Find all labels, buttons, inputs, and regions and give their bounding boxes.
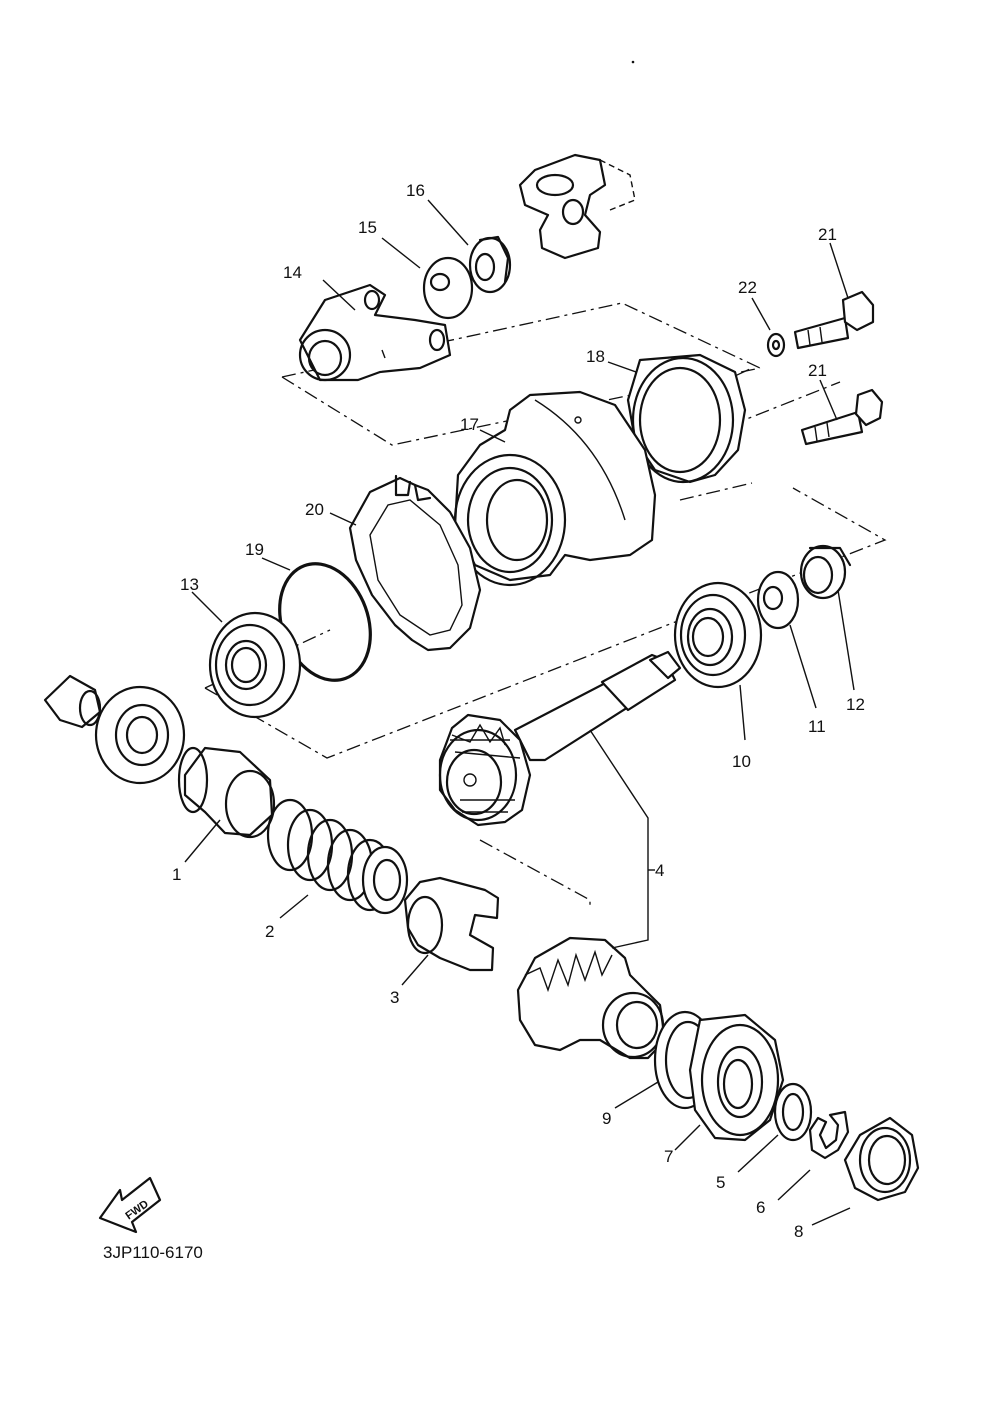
part-15-washer [422, 256, 474, 320]
part-14-yoke [298, 283, 452, 382]
callout-18: 18 [586, 347, 605, 366]
part-1-sleeve [177, 746, 276, 839]
fwd-arrow-icon: FWD [98, 1176, 162, 1234]
callout-7: 7 [664, 1147, 673, 1166]
callout-12: 12 [846, 695, 865, 714]
leader-lines [184, 199, 855, 1226]
callout-4: 4 [655, 861, 664, 880]
part-7-bearing [688, 1013, 785, 1142]
callout-19: 19 [245, 540, 264, 559]
speck [631, 60, 635, 64]
part-4-pinion-gear [438, 650, 682, 827]
bearing-left [94, 685, 186, 785]
callout-10: 10 [732, 752, 751, 771]
callout-20: 20 [305, 500, 324, 519]
callout-2: 2 [265, 922, 274, 941]
callout-13: 13 [180, 575, 199, 594]
callout-21-upper: 21 [818, 225, 837, 244]
callout-6: 6 [756, 1198, 765, 1217]
callout-5: 5 [716, 1173, 725, 1192]
part-21-bolt-upper [793, 290, 875, 350]
part-11-washer [756, 570, 800, 630]
callout-17: 17 [460, 415, 479, 434]
part-21-bolt-lower [800, 388, 884, 446]
part-16-nut [468, 235, 512, 294]
part-6-lockwasher [808, 1110, 850, 1160]
part-18-cover [626, 353, 747, 484]
diagram-code: 3JP110-6170 [103, 1243, 203, 1262]
part-3-cam [403, 876, 500, 972]
callout-9: 9 [602, 1109, 611, 1128]
callout-3: 3 [390, 988, 399, 1007]
shaft-end-left [43, 674, 102, 729]
universal-joint [518, 153, 636, 260]
part-8-nut [843, 1116, 920, 1202]
part-13-bearing [208, 611, 302, 719]
callout-22: 22 [738, 278, 757, 297]
callout-labels: 1 2 3 4 5 6 7 8 9 10 11 12 13 14 15 16 1… [172, 181, 865, 1241]
ring-gear [516, 936, 667, 1060]
part-5-washer [773, 1082, 813, 1142]
part-20-plate [348, 474, 482, 652]
part-12-nut [799, 544, 852, 600]
callout-8: 8 [794, 1222, 803, 1241]
part-22-washer [766, 332, 786, 358]
callout-14: 14 [283, 263, 302, 282]
part-17-housing [453, 390, 657, 587]
callout-21-lower: 21 [808, 361, 827, 380]
part-10-bearing [673, 581, 763, 689]
callout-15: 15 [358, 218, 377, 237]
callout-11: 11 [808, 717, 826, 736]
callout-1: 1 [172, 865, 181, 884]
part-2-spring [266, 798, 409, 915]
callout-16: 16 [406, 181, 425, 200]
